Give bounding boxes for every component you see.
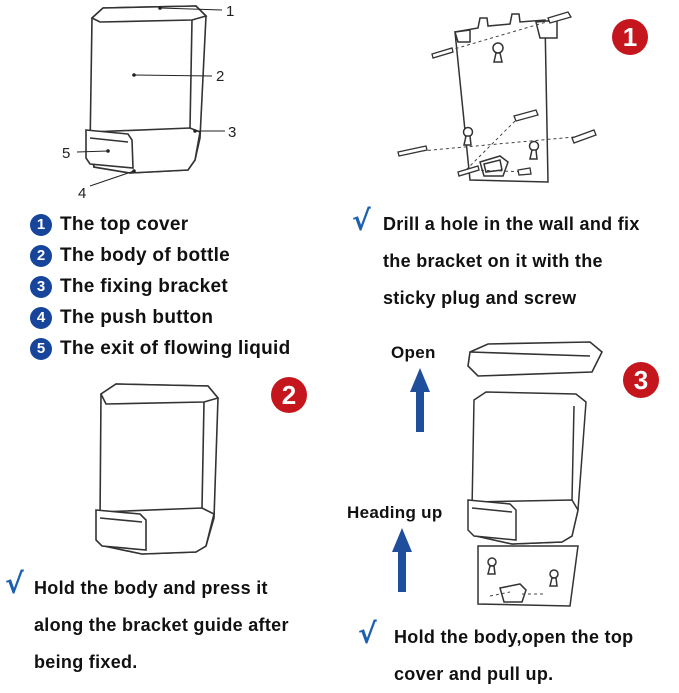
instruction-line: the bracket on it with the <box>383 251 603 271</box>
callout-2: 2 <box>216 68 224 85</box>
number-badge: 4 <box>30 306 52 329</box>
legend-item: 3 The fixing bracket <box>30 271 291 302</box>
number-badge: 3 <box>30 275 52 298</box>
instruction-line: Hold the body,open the top <box>394 627 634 647</box>
step-1-badge: 1 <box>612 19 648 55</box>
legend-label: The push button <box>60 306 214 328</box>
callout-5: 5 <box>62 145 70 162</box>
callout-3: 3 <box>228 124 236 141</box>
instruction-line: Hold the body and press it <box>34 578 268 598</box>
checkmark-icon: √ <box>5 567 24 600</box>
legend-label: The top cover <box>60 213 189 235</box>
checkmark-icon: √ <box>352 204 371 237</box>
legend-label: The exit of flowing liquid <box>60 337 291 359</box>
step-1-instructions: Drill a hole in the wall and fix the bra… <box>383 206 640 317</box>
instruction-line: cover and pull up. <box>394 664 554 684</box>
legend-item: 5 The exit of flowing liquid <box>30 333 291 364</box>
legend-label: The body of bottle <box>60 244 231 266</box>
instruction-line: being fixed. <box>34 652 138 672</box>
step-2-badge: 2 <box>271 377 307 413</box>
instruction-line: Drill a hole in the wall and fix <box>383 214 640 234</box>
checkmark-icon: √ <box>358 617 377 650</box>
step-3-instructions: Hold the body,open the top cover and pul… <box>394 619 633 693</box>
legend-item: 4 The push button <box>30 302 291 333</box>
heading-up-label: Heading up <box>347 503 443 522</box>
number-badge: 5 <box>30 337 52 360</box>
step-2-instructions: Hold the body and press it along the bra… <box>34 570 289 681</box>
legend-label: The fixing bracket <box>60 275 228 297</box>
legend-item: 2 The body of bottle <box>30 240 291 271</box>
step-3-badge: 3 <box>623 362 659 398</box>
legend-item: 1 The top cover <box>30 209 291 240</box>
callout-1: 1 <box>226 3 234 20</box>
instruction-line: along the bracket guide after <box>34 615 289 635</box>
parts-legend: 1 The top cover 2 The body of bottle 3 T… <box>30 209 291 364</box>
number-badge: 2 <box>30 244 52 267</box>
number-badge: 1 <box>30 213 52 236</box>
callout-4: 4 <box>78 185 86 202</box>
open-label: Open <box>391 343 436 362</box>
instruction-line: sticky plug and screw <box>383 288 577 308</box>
